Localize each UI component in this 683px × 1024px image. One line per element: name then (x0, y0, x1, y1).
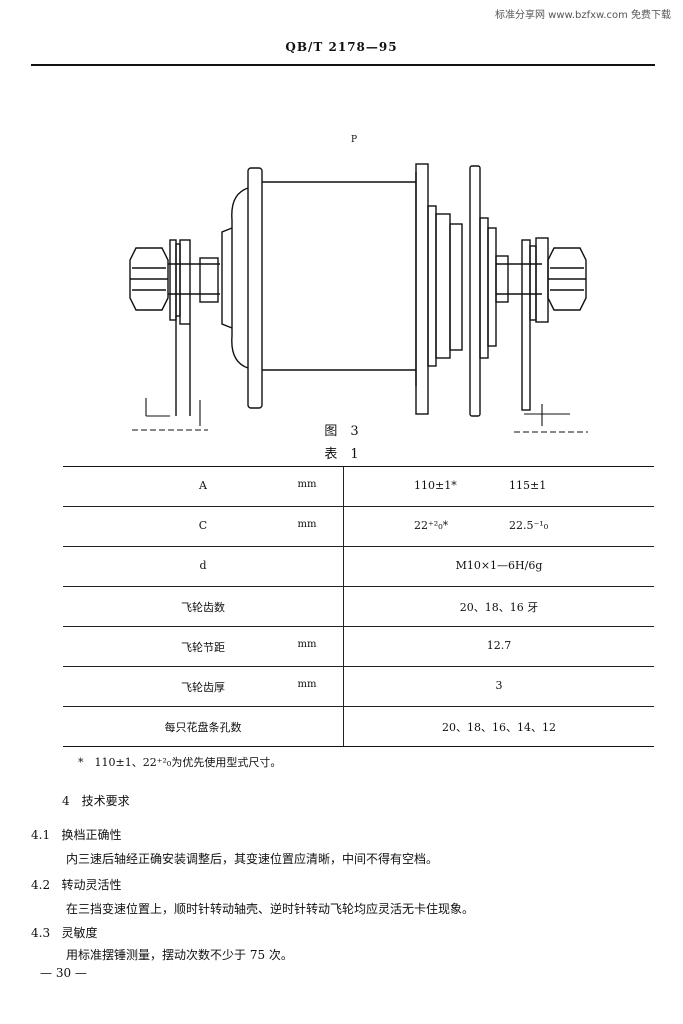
table-note: * 110±1、22⁺²₀为优先使用型式尺寸。 (78, 756, 282, 769)
clause-body: 用标准摆锤测量，摆动次数不少于 75 次。 (66, 948, 293, 962)
param-unit: mm (297, 519, 317, 530)
clause-title: 转动灵活性 (61, 878, 122, 892)
table-row: 飞轮齿数 20、18、16 牙 (63, 586, 654, 627)
param-value: 22⁺²₀* (414, 519, 449, 532)
param-value: 12.7 (486, 639, 512, 652)
figure-label-p: P (351, 135, 357, 145)
freewheel (469, 165, 497, 417)
standard-number: QB/T 2178—95 (285, 40, 398, 54)
figure-caption: 图 3 (324, 424, 359, 439)
clause-title: 灵敏度 (61, 926, 98, 940)
table-caption: 表 1 (324, 447, 359, 462)
header-rule (31, 64, 655, 66)
clause-4-3: 4.3 灵敏度 (31, 924, 98, 941)
param-unit: mm (297, 479, 317, 490)
param-value: 3 (495, 679, 503, 692)
param-name: d (199, 559, 207, 572)
param-value-alt: 22.5⁻¹₀ (509, 519, 549, 532)
param-value: 20、18、16、14、12 (442, 721, 556, 734)
clause-title: 换档正确性 (61, 828, 122, 842)
right-nut (547, 247, 587, 311)
clause-body: 内三速后轴经正确安装调整后，其变速位置应清晰，中间不得有空档。 (66, 852, 439, 866)
table-row: 飞轮齿厚 mm 3 (63, 666, 654, 707)
param-value: M10×1—6H/6g (455, 559, 543, 572)
table-row: 每只花盘条孔数 20、18、16、14、12 (63, 706, 654, 747)
param-name: A (199, 479, 207, 492)
clause-4-2: 4.2 转动灵活性 (31, 876, 122, 893)
param-value-alt: 115±1 (509, 479, 547, 492)
page-number: — 30 — (40, 966, 87, 980)
right-axle (495, 237, 549, 411)
param-name: 飞轮齿厚 (181, 681, 225, 694)
left-axle (168, 239, 220, 416)
watermark: 标准分享网 www.bzfxw.com 免费下载 (495, 10, 671, 21)
left-nut (129, 247, 169, 311)
clause-number: 4.2 (31, 878, 51, 892)
param-value: 20、18、16 牙 (459, 601, 539, 614)
clause-number: 4.1 (31, 828, 51, 842)
right-dropout (514, 404, 588, 433)
right-flange (415, 163, 463, 415)
param-name: 每只花盘条孔数 (164, 721, 242, 734)
left-dropout (132, 398, 208, 431)
table-row: d M10×1—6H/6g (63, 546, 654, 587)
param-name: 飞轮齿数 (181, 601, 225, 614)
param-name: 飞轮节距 (181, 641, 225, 654)
table-row: 飞轮节距 mm 12.7 (63, 626, 654, 667)
section-heading: 4 技术要求 (62, 794, 130, 808)
hub-drawing: P (129, 135, 588, 433)
param-unit: mm (297, 679, 317, 690)
clause-4-1: 4.1 换档正确性 (31, 826, 122, 843)
param-name: C (198, 519, 208, 532)
clause-body: 在三挡变速位置上，顺时针转动轴壳、逆时针转动飞轮均应灵活无卡住现象。 (66, 902, 475, 916)
clause-number: 4.3 (31, 926, 51, 940)
param-unit: mm (297, 639, 317, 650)
left-flange (221, 167, 263, 409)
param-value: 110±1* (414, 479, 457, 492)
hub-shell (262, 172, 417, 386)
